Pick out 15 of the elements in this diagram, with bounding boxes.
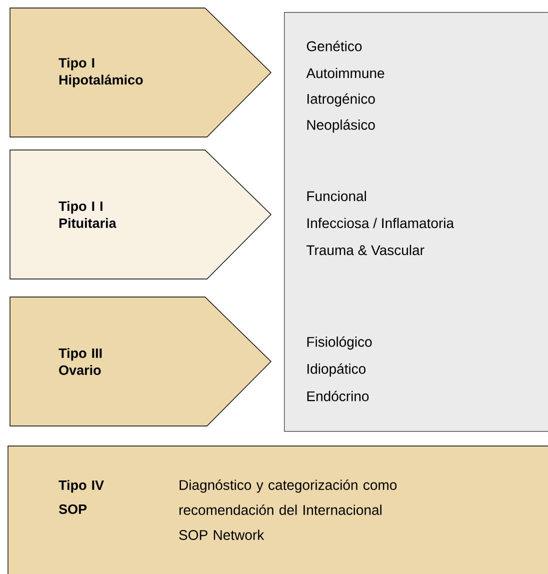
list-item: Iatrogénico <box>307 93 375 107</box>
list-item: Genético <box>306 40 362 52</box>
list-item: Funcional <box>307 190 366 202</box>
list-item: Endócrino <box>307 390 369 402</box>
pentagon-box: Tipo I Hipotalámico <box>10 8 272 138</box>
list-item: Idiopático <box>307 363 366 377</box>
list-item: Fisiológico <box>307 336 372 350</box>
list-item: Infecciosa / Inflamatoria <box>307 218 454 228</box>
list-item: Autoimmune <box>306 68 384 78</box>
list-item: Neoplásico <box>307 119 375 133</box>
pentagon-box: Tipo I I Pituitaria <box>10 150 272 280</box>
list-panel <box>284 12 548 432</box>
pentagon-box: Tipo III Ovario <box>10 296 272 426</box>
list-item: Trauma & Vascular <box>306 244 424 256</box>
category-box: Tipo IV SOP Diagnóstico y categorización como recomendación del Internacional SOP Network <box>8 446 548 574</box>
